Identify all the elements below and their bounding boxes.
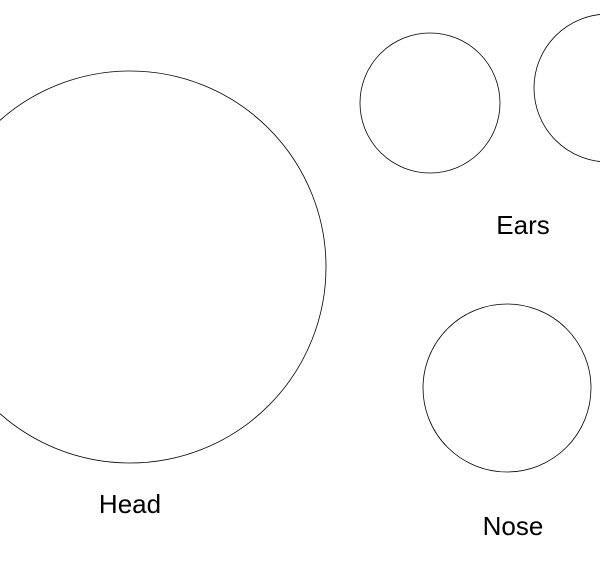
right-ear-circle: [533, 14, 600, 162]
ears-label: Ears: [496, 210, 550, 240]
nose-circle: [422, 303, 592, 473]
head-label: Head: [98, 489, 162, 519]
left-ear-circle: [359, 32, 501, 174]
nose-label: Nose: [482, 511, 544, 541]
head-circle: [0, 70, 327, 464]
